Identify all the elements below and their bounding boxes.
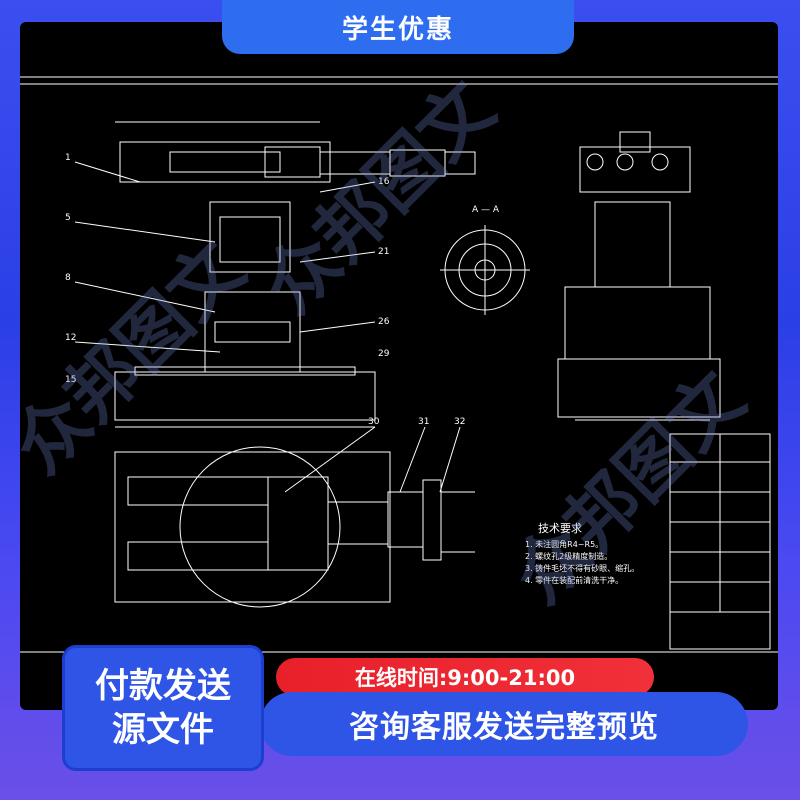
part-number: 15 bbox=[65, 375, 76, 385]
part-number: 16 bbox=[378, 177, 390, 187]
tech-line: 2. 螺纹孔2级精度制造。 bbox=[525, 551, 612, 561]
pay-line-1: 付款发送 bbox=[95, 666, 231, 706]
student-discount-badge: 学生优惠 bbox=[222, 0, 574, 54]
drawing-frame bbox=[20, 22, 778, 710]
part-number: 12 bbox=[65, 333, 76, 343]
tech-line: 3. 铸件毛坯不得有砂眼、缩孔。 bbox=[525, 563, 639, 573]
consult-service-button[interactable]: 咨询客服发送完整预览 bbox=[260, 692, 748, 756]
part-number: 29 bbox=[378, 349, 390, 359]
part-number: 21 bbox=[378, 247, 389, 257]
part-number: 26 bbox=[378, 317, 390, 327]
tech-line: 1. 未注圆角R4~R5。 bbox=[525, 539, 603, 549]
tech-title: 技术要求 bbox=[538, 522, 582, 535]
consult-text: 咨询客服发送完整预览 bbox=[349, 710, 659, 745]
part-number: 30 bbox=[368, 417, 380, 427]
tech-line: 4. 零件在装配前清洗干净。 bbox=[525, 575, 623, 585]
pay-line-2: 源文件 bbox=[112, 710, 214, 750]
online-hours-banner: 在线时间:9:00-21:00 bbox=[276, 658, 654, 696]
badge-text: 学生优惠 bbox=[341, 14, 454, 45]
section-label: A — A bbox=[472, 205, 500, 215]
part-number: 1 bbox=[65, 153, 71, 163]
hours-text: 在线时间:9:00-21:00 bbox=[354, 666, 576, 690]
part-number: 32 bbox=[454, 417, 465, 427]
cad-drawing: 1 5 8 12 15 16 21 26 29 30 31 32 A — A 技… bbox=[20, 76, 778, 653]
part-number: 8 bbox=[65, 273, 71, 283]
part-number: 5 bbox=[65, 213, 71, 223]
part-number: 31 bbox=[418, 417, 429, 427]
pay-send-source-box[interactable]: 付款发送 源文件 bbox=[62, 645, 264, 771]
